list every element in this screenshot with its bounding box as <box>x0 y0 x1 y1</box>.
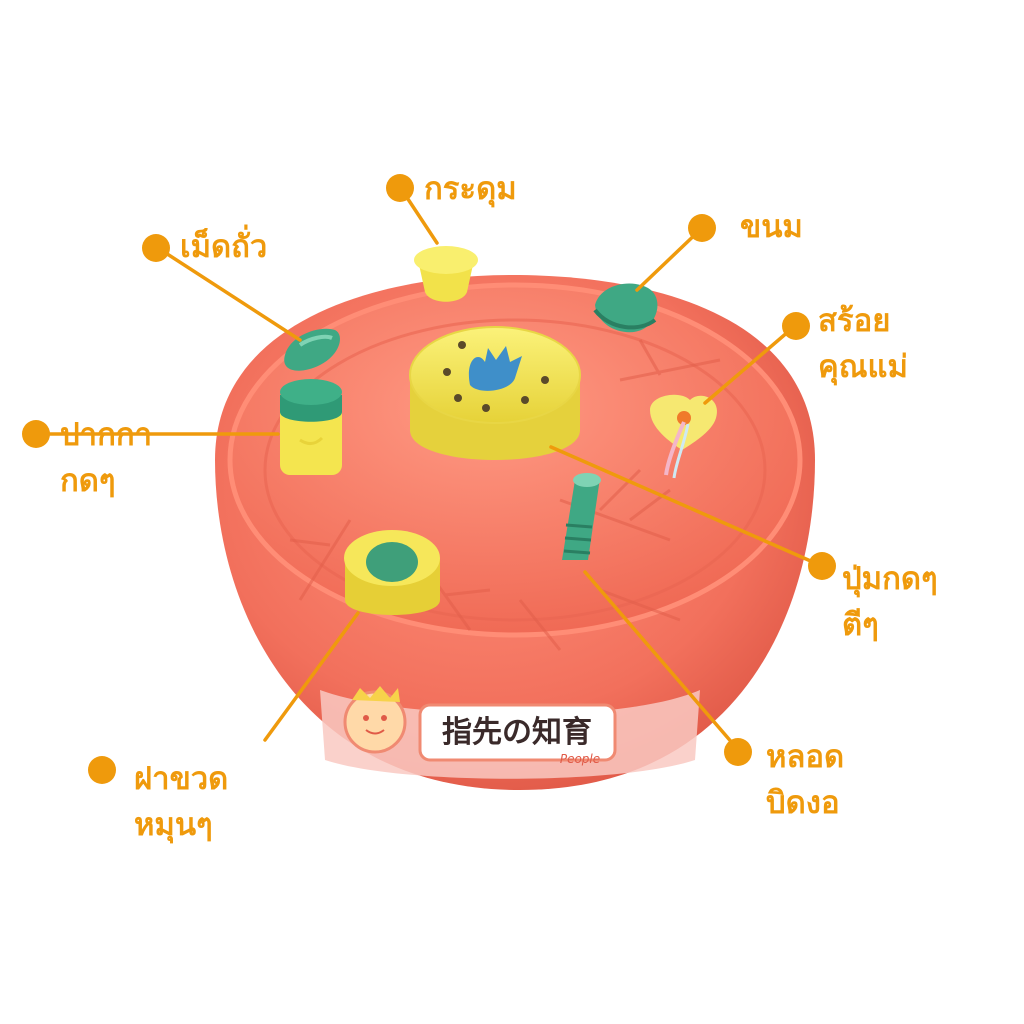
dot-bean <box>142 234 170 262</box>
label-twist-cap: ฝาขวด หมุนๆ <box>134 761 229 843</box>
label-press-button: ปุ่มกดๆ ตีๆ <box>842 561 938 643</box>
label-bean: เม็ดถั่ว <box>180 229 268 265</box>
dot-pen <box>22 420 50 448</box>
twist-cap-part <box>344 530 440 615</box>
dot-button <box>386 174 414 202</box>
label-snack: ขนม <box>740 209 803 245</box>
dot-press-button <box>808 552 836 580</box>
bend-straw-part <box>562 473 601 560</box>
logo-plate: 指先の知育 People <box>320 686 700 779</box>
brand-text: People <box>560 752 600 766</box>
logo-text: 指先の知育 <box>442 715 592 750</box>
label-pen: ปากกา กดๆ <box>60 417 153 499</box>
dot-snack <box>688 214 716 242</box>
label-button: กระดุม <box>424 171 517 207</box>
hand-icon <box>468 346 522 391</box>
center-press-button <box>409 326 581 460</box>
heart-necklace-part <box>650 394 718 479</box>
dot-bend-straw <box>724 738 752 766</box>
dot-necklace <box>782 312 810 340</box>
leader-lines <box>34 188 824 754</box>
label-bend-straw: หลอด บิดงอ <box>766 739 845 821</box>
pen-part <box>280 379 342 475</box>
label-necklace: สร้อย คุณแม่ <box>818 303 908 385</box>
snack-part <box>593 283 658 333</box>
dot-twist-cap <box>88 756 116 784</box>
clothing-button-part <box>414 246 478 302</box>
